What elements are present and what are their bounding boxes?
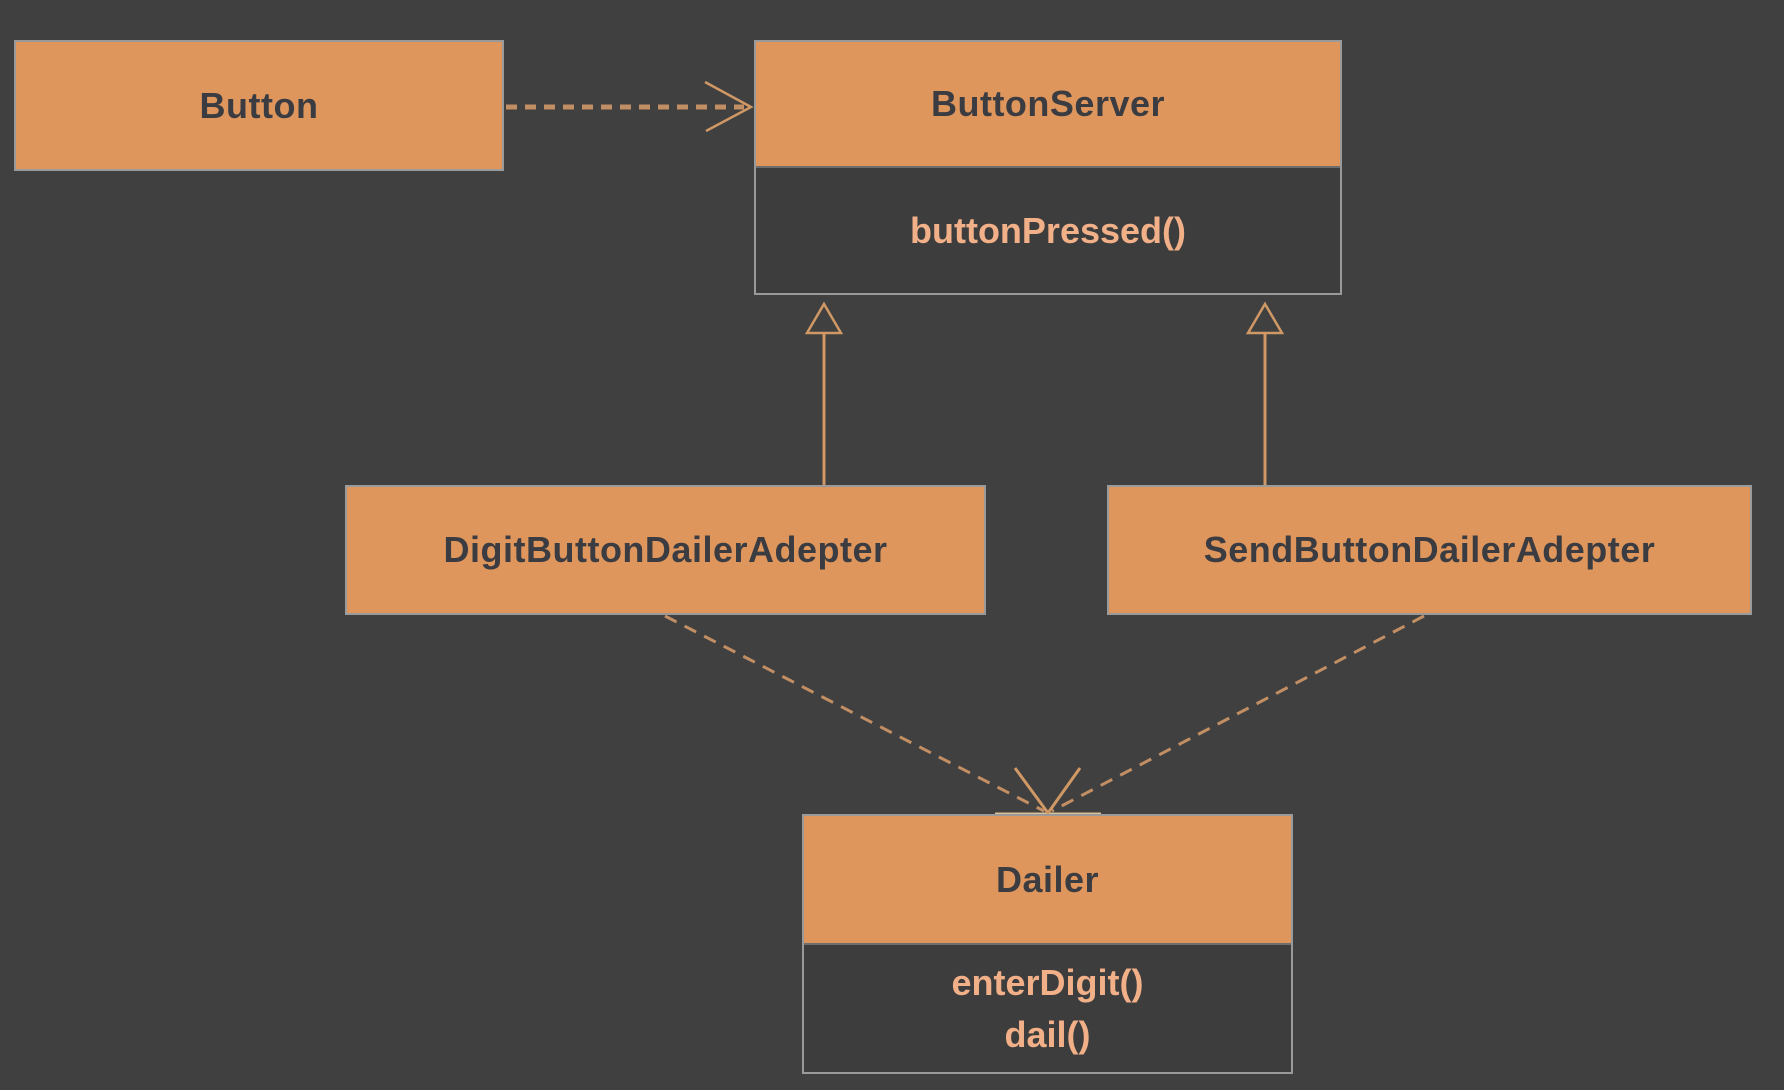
class-title: Button xyxy=(199,84,319,126)
class-title: DigitButtonDailerAdepter xyxy=(443,529,888,570)
class-box-sendbuttondaileradepter[interactable]: SendButtonDailerAdepter xyxy=(1107,485,1752,615)
dashed-line xyxy=(1051,614,1425,813)
methods-compartment: buttonPressed() xyxy=(756,166,1340,293)
generalization-arrow-digit-to-buttonserver[interactable] xyxy=(804,301,844,486)
class-box-buttonserver[interactable]: ButtonServer buttonPressed() xyxy=(754,40,1342,295)
dependency-arrow-send-to-dailer[interactable] xyxy=(1051,614,1425,813)
class-name-compartment: Dailer xyxy=(804,816,1291,943)
hollow-triangle xyxy=(1245,301,1285,335)
hollow-triangle xyxy=(804,301,844,335)
class-title: ButtonServer xyxy=(930,83,1166,124)
class-box-button[interactable]: Button xyxy=(14,40,504,171)
generalization-arrow-send-to-buttonserver[interactable] xyxy=(1245,301,1285,486)
dependency-arrowhead-on-dailer xyxy=(995,767,1101,816)
dashed-line xyxy=(664,614,1045,813)
method-item: dail() xyxy=(1004,1013,1091,1055)
method-item: enterDigit() xyxy=(951,961,1144,1003)
open-arrowhead xyxy=(704,80,754,133)
class-title: SendButtonDailerAdepter xyxy=(1203,529,1656,570)
open-arrowhead xyxy=(1013,767,1082,816)
class-name-compartment: ButtonServer xyxy=(756,42,1340,166)
class-title: Dailer xyxy=(995,858,1100,900)
dependency-arrow-button-to-buttonserver[interactable] xyxy=(506,80,754,133)
class-box-digitbuttondaileradepter[interactable]: DigitButtonDailerAdepter xyxy=(345,485,986,615)
method-item: buttonPressed() xyxy=(909,209,1186,251)
dependency-arrow-digit-to-dailer[interactable] xyxy=(664,614,1045,813)
class-box-dailer[interactable]: Dailer enterDigit() dail() xyxy=(802,814,1293,1074)
methods-compartment: enterDigit() dail() xyxy=(804,943,1291,1072)
